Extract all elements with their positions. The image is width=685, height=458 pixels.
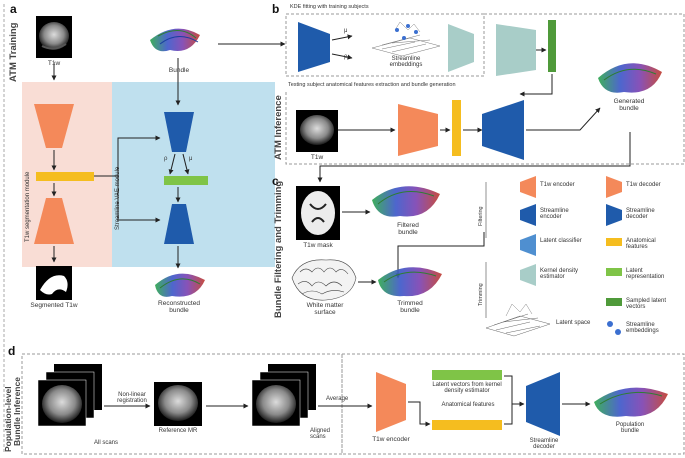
bundle-a	[150, 28, 200, 52]
vae-module-bg	[112, 82, 275, 267]
reference-mr	[154, 382, 202, 426]
anatomical-features-b	[452, 100, 461, 156]
panel-letter-b: b	[272, 2, 280, 16]
sampled-latent-b	[548, 20, 556, 72]
t1w-decoder-a	[34, 198, 74, 244]
t1w-encoder-d-label: T1w encoder	[372, 436, 410, 443]
legend-t1w-encoder: T1w encoder	[540, 182, 575, 188]
t1w-encoder-d	[376, 372, 406, 432]
t1w-encoder-b	[398, 104, 438, 156]
filtering-trimming-label: Bundle Filtering and Trimming	[273, 180, 284, 318]
population-bundle	[594, 387, 668, 417]
legend-streamline-encoder: Streamline encoder	[540, 208, 569, 220]
legend-latent-classifier: Latent classifier	[540, 238, 582, 244]
legend-t1w-decoder-icon	[606, 176, 622, 198]
panel-letter-c: c	[272, 174, 279, 188]
aligned-scans-label: Aligned scans	[310, 428, 331, 440]
t1w-label-a: T1w	[47, 60, 61, 67]
streamline-decoder-d-label: Streamline decoder	[529, 438, 559, 450]
legend-embeddings: Streamline embeddings	[626, 322, 659, 334]
legend-streamline-decoder-icon	[606, 204, 622, 226]
generated-bundle-label: Generated bundle	[613, 98, 645, 112]
legend-sampled-latent: Sampled latent vectors	[626, 298, 667, 310]
panel-letter-a: a	[10, 2, 17, 16]
embeddings-label-b: Streamline embeddings	[389, 56, 423, 68]
legend-latent-space: Latent space	[556, 320, 591, 326]
latent-vectors-d	[432, 370, 502, 380]
bundle-label-a: Bundle	[168, 67, 190, 74]
rho-label-b: ρ	[344, 54, 348, 60]
trimmed-bundle-label: Trimmed bundle	[397, 300, 423, 314]
legend-t1w-decoder: T1w decoder	[626, 182, 661, 188]
segmented-t1w-label: Segmented T1w	[30, 302, 78, 309]
white-matter-surface	[291, 259, 357, 301]
rho-label-a: ρ	[164, 156, 168, 162]
legend-latent-representation-icon	[606, 268, 622, 276]
test-subject-label: Testing subject anatomical features extr…	[288, 82, 456, 88]
anatomical-features-a	[36, 172, 94, 181]
anatomical-features-d	[432, 420, 502, 430]
t1w-mask-label: T1w mask	[303, 242, 333, 249]
nonlinear-label: Non-linear registration	[117, 392, 147, 404]
mu-label-b: μ	[344, 28, 348, 34]
d-box-right	[341, 353, 685, 455]
legend-embeddings-icon	[607, 321, 613, 327]
reference-mr-label: Reference MR	[158, 428, 198, 434]
latent-space-mesh-c	[485, 303, 551, 337]
legend-t1w-encoder-icon	[520, 176, 536, 198]
kde-b-1	[448, 24, 474, 72]
trimmed-bundle	[378, 267, 442, 297]
latent-kde-label: Latent vectors from kernel density estim…	[432, 382, 502, 394]
bundle-inference-label: Bundle Inference	[12, 377, 22, 446]
t1w-encoder-a	[34, 104, 74, 148]
reconstructed-bundle-label: Reconstructed bundle	[158, 300, 200, 314]
legend-kde: Kernel density estimator	[540, 268, 579, 280]
streamline-decoder-a	[164, 204, 194, 244]
panel-letter-d: d	[8, 344, 16, 358]
t1w-label-b: T1w	[310, 154, 324, 161]
wm-surface-label: White matter surface	[306, 302, 344, 316]
reconstructed-bundle	[155, 273, 205, 297]
legend-anatomical-features-icon	[606, 238, 622, 246]
seg-module-label: T1w segmentation module	[25, 171, 31, 242]
streamline-encoder-a	[164, 112, 194, 152]
streamline-decoder-b	[482, 100, 524, 160]
population-bundle-label: Population bundle	[615, 422, 645, 434]
filtered-bundle-label: Filtered bundle	[397, 222, 419, 236]
legend-latent-representation: Latent representation	[626, 268, 665, 280]
d-box-left	[21, 353, 343, 455]
atm-training-label: ATM Training	[8, 22, 19, 82]
filtering-label: Filtering	[478, 206, 484, 226]
streamline-decoder-d	[526, 372, 560, 436]
atm-inference-label: ATM Inference	[273, 95, 284, 160]
legend-kde-icon	[520, 264, 536, 286]
legend-sampled-latent-icon	[606, 298, 622, 306]
all-scans-label: All scans	[94, 440, 119, 446]
legend-latent-classifier-icon	[520, 234, 536, 256]
vae-module-label: Streamline VAE module	[115, 166, 121, 230]
kde-b-2	[496, 24, 536, 76]
anatomical-features-d-label: Anatomical features	[441, 402, 495, 408]
latent-representation-a	[164, 176, 208, 185]
streamline-encoder-b	[298, 22, 330, 72]
aligned-scans-stack	[251, 364, 316, 427]
legend-anatomical-features: Anatomical features	[626, 238, 656, 250]
average-label: Average	[326, 396, 349, 402]
trimming-label: Trimming	[478, 283, 484, 306]
kde-title: KDE fitting with training subjects	[290, 4, 369, 10]
generated-bundle	[598, 63, 662, 93]
latent-space-mesh-b	[371, 21, 441, 57]
all-scans-stack	[37, 364, 102, 427]
filtered-bundle	[372, 186, 440, 217]
legend-streamline-encoder-icon	[520, 204, 536, 226]
mu-label-a: μ	[189, 156, 193, 162]
legend-streamline-decoder: Streamline decoder	[626, 208, 655, 220]
